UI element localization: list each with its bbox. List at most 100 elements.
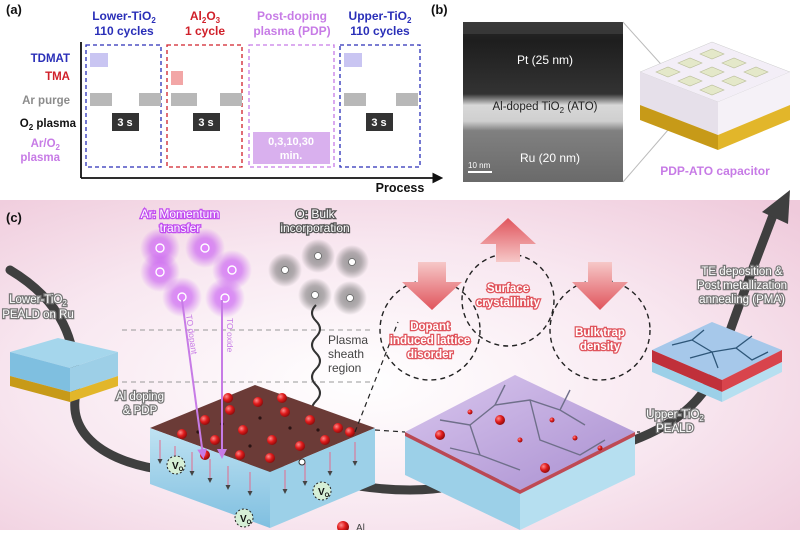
pdp-time-values: 0,3,10,30 <box>268 136 314 148</box>
o-plasma-particles <box>268 239 369 315</box>
al-dopant-atom <box>333 423 343 433</box>
upper-tio2-label-2: PEALD <box>656 423 694 435</box>
al-dopant-atom <box>280 407 290 417</box>
al-dopant-atom <box>495 415 505 425</box>
capacitor-pads <box>655 48 769 96</box>
te-label-3: annealing (PMA) <box>699 294 785 306</box>
al-dopant-atom <box>305 415 315 425</box>
surface-defect <box>258 416 262 420</box>
electrode-pad <box>655 66 681 78</box>
ar-label-2: transfer <box>160 221 201 235</box>
connector-line <box>622 129 669 183</box>
phase-title-pdp-2: plasma (PDP) <box>253 24 330 38</box>
oxygen-vacancy: VO <box>312 481 332 501</box>
to-dopant-arrow <box>181 299 208 459</box>
al-dopant-atom <box>435 430 445 440</box>
zoom-connector <box>354 321 399 433</box>
o2-pulse-upper <box>366 113 393 131</box>
al-dopant-atom <box>467 409 473 415</box>
svg-text:VO: VO <box>318 487 330 499</box>
ar-ion-glow <box>185 228 225 268</box>
row-label-tma: TMA <box>45 71 70 83</box>
upper-cracks <box>671 329 769 369</box>
o2-pulse-label: 3 s <box>117 117 132 129</box>
al-dopant-atom <box>235 450 245 460</box>
ar-purge-pulse <box>90 93 112 106</box>
o-radical <box>314 252 322 260</box>
row-label-tdmat: TDMAT <box>31 53 70 65</box>
al-dopant-atom <box>210 435 220 445</box>
scale-bar-label: 10 nm <box>468 161 491 170</box>
effect-label-disorder-3: disorder <box>407 349 454 361</box>
svg-text:VO: VO <box>240 514 252 526</box>
panel-b: (b) Pt (25 nm) Al-doped TiO2 (ATO) Ru (2… <box>431 2 791 183</box>
tem-label-pt: Pt (25 nm) <box>517 53 573 67</box>
al-dopant-atom <box>345 427 355 437</box>
al-dopant-atom <box>267 435 277 445</box>
o-radical <box>311 291 319 299</box>
al-dopant-atom <box>277 393 287 403</box>
al-dopant-atom <box>320 435 330 445</box>
ar-purge-pulse <box>344 93 366 106</box>
o-radical <box>348 258 356 266</box>
zoomed-crystal-block <box>405 375 635 530</box>
electrode-pad <box>699 48 725 60</box>
o-label-2: incorporation <box>280 221 349 235</box>
al-dopant-atom <box>223 393 233 403</box>
electrode-pad <box>699 84 725 96</box>
panel-b-label: (b) <box>431 2 448 17</box>
phase-title-pdp: Post-doping <box>257 9 327 23</box>
te-label-2: Post metallization <box>697 280 787 292</box>
tdmat-pulse-upper <box>344 53 362 67</box>
al-doping-label: Al doping <box>116 391 164 403</box>
legend-al-label: Al <box>356 523 365 530</box>
row-label-ar-purge: Ar purge <box>22 95 70 107</box>
phase-title-upper: Upper-TiO2 <box>349 9 412 25</box>
o2-pulse-label: 3 s <box>198 117 213 129</box>
panel-a-label: (a) <box>6 2 22 17</box>
electrode-pad <box>677 57 703 69</box>
ar-ion-glow <box>162 277 202 317</box>
o-radical <box>281 266 289 274</box>
phase-cycles-lower: 110 cycles <box>94 24 154 38</box>
pdp-time-unit: min. <box>280 150 303 162</box>
to-oxide-label: TO oxide <box>225 318 235 353</box>
row-label-o2-plasma: O2 plasma <box>20 118 77 132</box>
ar-plasma-particles <box>140 228 252 318</box>
sheath-label: Plasma <box>328 333 368 347</box>
process-flow-arrowhead <box>762 190 790 224</box>
panel-a: (a) Lower-TiO2 110 cycles Al2O3 1 cycle … <box>6 2 444 195</box>
surface-defect <box>316 428 320 432</box>
o-label: O: Bulk <box>295 207 335 221</box>
tdmat-pulse-lower <box>90 53 108 67</box>
lower-tio2-block <box>10 338 118 402</box>
effect-label-trap-2: density <box>580 341 621 353</box>
phase-cycles-upper: 110 cycles <box>350 24 410 38</box>
al-dopant-atom <box>200 450 210 460</box>
panel-c-label: (c) <box>6 210 22 225</box>
pdp-time-box <box>253 132 330 164</box>
electrode-pad <box>743 66 769 78</box>
al-dopant-atom <box>177 429 187 439</box>
ar-ion <box>200 243 210 253</box>
row-label-ar-o2-plasma: plasma <box>20 152 60 164</box>
al-dopant-atom <box>517 437 523 443</box>
phase-title-al2o3: Al2O3 <box>190 9 221 25</box>
oxygen-atom <box>298 458 306 466</box>
effect-label-crystallinity-2: crystallinity <box>476 297 541 309</box>
surface-defect <box>248 444 252 448</box>
al-dopant-atom <box>238 425 248 435</box>
tma-pulse <box>171 71 183 85</box>
ar-purge-pulse <box>139 93 161 106</box>
lower-tio2-label: Lower-TiO2 <box>9 294 67 308</box>
surface-defect <box>288 426 292 430</box>
effect-label-disorder: Dopant <box>410 321 450 333</box>
o2-pulse-label: 3 s <box>371 117 386 129</box>
sheath-label-2: sheath <box>328 347 364 361</box>
electrode-pad <box>721 75 747 87</box>
o2-pulse-al2o3 <box>193 113 220 131</box>
al-dopant-atom <box>597 445 603 451</box>
ar-label: Ar: Momentum <box>141 207 220 221</box>
